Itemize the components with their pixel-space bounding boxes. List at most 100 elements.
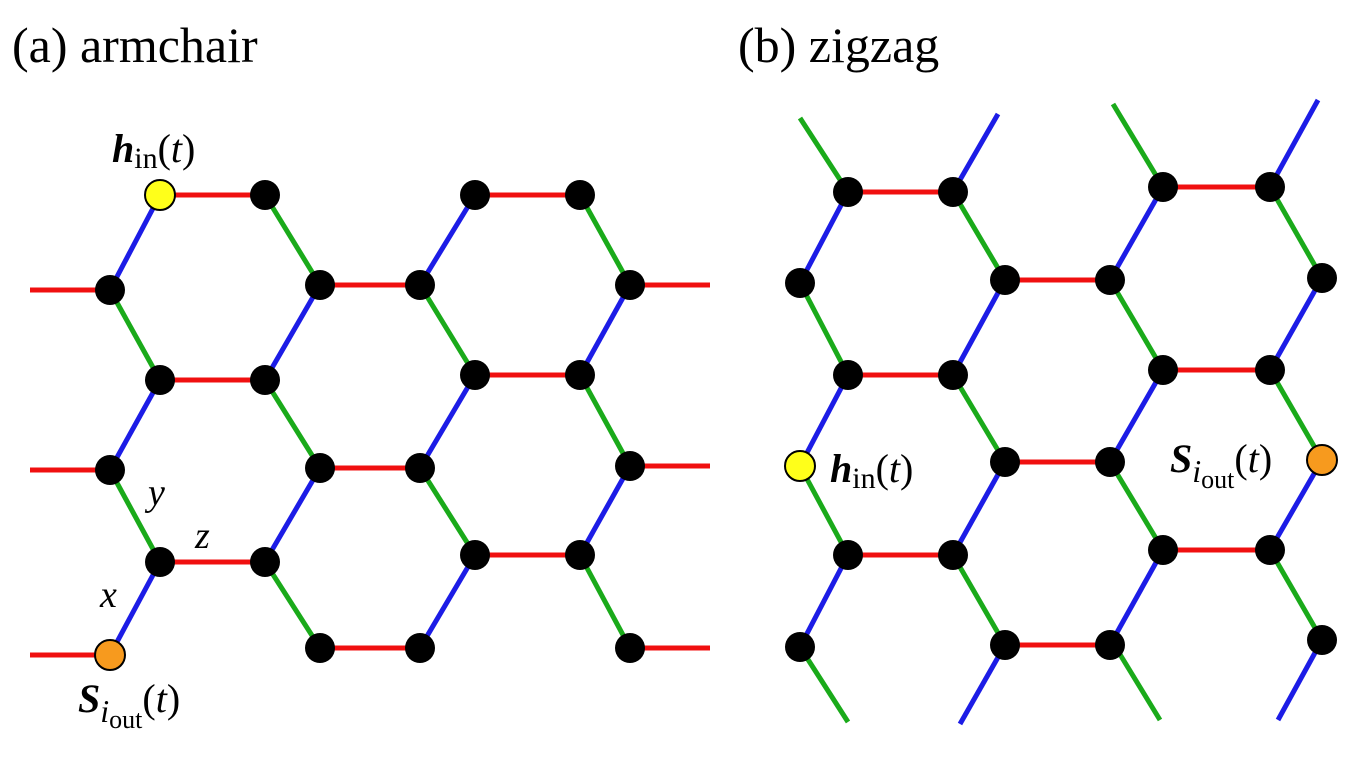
- bond-x: [797, 190, 851, 285]
- lattice-site: [250, 180, 280, 210]
- lattice-site: [1095, 447, 1125, 477]
- bond-y: [262, 560, 323, 650]
- bond-x: [1267, 276, 1325, 372]
- lattice-site: [833, 360, 863, 390]
- bond-x: [950, 460, 1008, 557]
- bond-x: [797, 373, 851, 468]
- panel-title-zigzag: (b) zigzag: [738, 17, 939, 73]
- input-site: [144, 179, 176, 211]
- bond-y: [262, 378, 323, 470]
- lattice-site: [785, 268, 815, 298]
- lattice-site: [460, 180, 490, 210]
- output-label-zigzag: Siout(t): [1170, 436, 1272, 494]
- lattice-site: [1307, 263, 1337, 293]
- lattice-site: [833, 177, 863, 207]
- armchair-lattice: [30, 179, 710, 671]
- bond-y: [577, 193, 633, 287]
- bond-y: [417, 283, 478, 377]
- bond-x: [262, 283, 323, 382]
- lattice-site: [405, 633, 435, 663]
- bond-x: [797, 553, 851, 649]
- bond-y: [1267, 548, 1325, 642]
- bond-y: [950, 553, 1008, 647]
- lattice-site: [460, 360, 490, 390]
- lattice-site: [785, 632, 815, 662]
- lattice-site: [250, 547, 280, 577]
- lattice-site: [250, 365, 280, 395]
- bond-x: [950, 278, 1008, 377]
- bond-x: [957, 643, 1008, 726]
- lattice-site: [938, 540, 968, 570]
- bond-label-z: z: [194, 515, 210, 557]
- bond-y: [107, 468, 163, 564]
- bond-x: [950, 112, 1001, 194]
- lattice-site: [95, 275, 125, 305]
- bond-y: [797, 281, 851, 377]
- bond-label-x: x: [99, 574, 117, 616]
- bond-x: [417, 373, 478, 470]
- bond-y: [417, 466, 478, 557]
- lattice-site: [1255, 355, 1285, 385]
- lattice-site: [405, 270, 435, 300]
- input-site: [784, 450, 816, 482]
- lattice-site: [1095, 265, 1125, 295]
- lattice-site: [305, 453, 335, 483]
- bond-label-y: y: [144, 472, 165, 514]
- bond-x: [1267, 98, 1321, 189]
- lattice-site: [615, 270, 645, 300]
- bond-x: [262, 466, 323, 564]
- bond-x: [417, 193, 478, 287]
- output-site: [1306, 444, 1338, 476]
- lattice-site: [938, 360, 968, 390]
- lattice-site: [615, 633, 645, 663]
- lattice-site: [833, 540, 863, 570]
- zigzag-lattice: [784, 98, 1338, 726]
- bond-x: [107, 378, 163, 472]
- bond-x: [1107, 548, 1166, 647]
- bond-y: [1267, 185, 1325, 280]
- bond-x: [1275, 638, 1325, 722]
- bond-y: [797, 464, 851, 557]
- bond-x: [107, 193, 163, 292]
- lattice-site: [565, 540, 595, 570]
- lattice-site: [1148, 535, 1178, 565]
- lattice-site: [565, 360, 595, 390]
- bond-y: [107, 288, 163, 382]
- bond-y: [262, 193, 323, 287]
- lattice-site: [305, 633, 335, 663]
- bond-x: [417, 553, 478, 650]
- input-label-zigzag: hin(t): [830, 446, 913, 495]
- lattice-site: [460, 540, 490, 570]
- bond-x: [1107, 368, 1166, 464]
- lattice-site: [405, 453, 435, 483]
- lattice-site: [990, 447, 1020, 477]
- bond-y: [1107, 278, 1166, 372]
- lattice-site: [938, 177, 968, 207]
- lattice-site: [145, 365, 175, 395]
- lattice-site: [615, 451, 645, 481]
- bond-y: [577, 553, 633, 650]
- lattice-site: [1148, 172, 1178, 202]
- lattice-site: [1095, 630, 1125, 660]
- bond-y: [950, 190, 1008, 282]
- lattice-site: [145, 547, 175, 577]
- lattice-site: [1307, 625, 1337, 655]
- bond-x: [1107, 185, 1166, 282]
- lattice-site: [990, 265, 1020, 295]
- bond-x: [577, 283, 633, 377]
- bond-y: [950, 373, 1008, 464]
- lattice-site: [1255, 535, 1285, 565]
- lattice-site: [1255, 172, 1285, 202]
- bond-y: [577, 373, 633, 468]
- lattice-site: [990, 630, 1020, 660]
- bond-x: [107, 560, 163, 657]
- lattice-site: [305, 270, 335, 300]
- input-label-armchair: hin(t): [112, 126, 195, 175]
- output-label-armchair: Siout(t): [78, 676, 180, 734]
- output-site: [94, 639, 126, 671]
- bond-x: [1267, 458, 1325, 552]
- bond-x: [577, 464, 633, 557]
- lattice-site: [565, 180, 595, 210]
- lattice-site: [95, 455, 125, 485]
